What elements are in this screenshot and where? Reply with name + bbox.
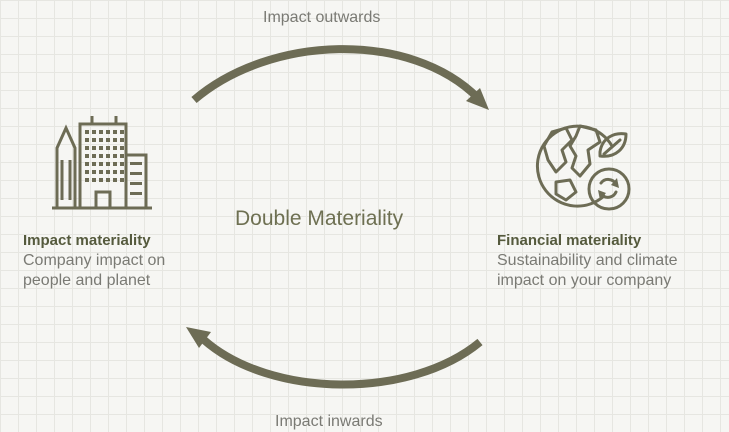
right-line-2: impact on your company — [497, 272, 672, 289]
top-arrow — [191, 45, 489, 110]
left-line-2: people and planet — [23, 272, 151, 289]
top-caption: Impact outwards — [263, 9, 381, 26]
right-block: Financial materiality Sustainability and… — [497, 231, 678, 291]
right-heading: Financial materiality — [497, 232, 642, 249]
right-line-1: Sustainability and climate — [497, 252, 678, 269]
left-block: Impact materiality Company impact on peo… — [23, 231, 165, 291]
left-line-1: Company impact on — [23, 252, 166, 269]
bottom-caption: Impact inwards — [275, 413, 383, 430]
bottom-arrow — [186, 327, 483, 389]
left-heading: Impact materiality — [23, 232, 151, 249]
diagram-title: Double Materiality — [235, 207, 404, 230]
